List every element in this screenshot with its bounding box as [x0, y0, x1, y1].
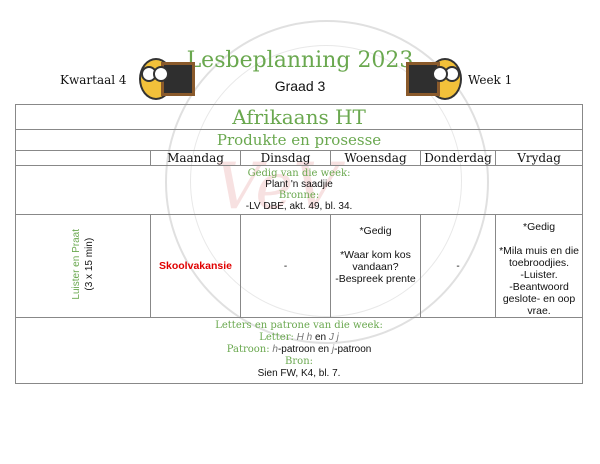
lesson-plan-table: Afrikaans HT Produkte en prosesse Maanda… — [14, 104, 584, 384]
corner-cell — [15, 150, 151, 166]
bee-left-icon — [135, 48, 195, 104]
friday-line-2: *Mila muis en die toebroodjies. — [499, 245, 580, 269]
letters-heading: Letters en patrone van die week: — [215, 320, 383, 331]
grade-label: Graad 3 — [274, 78, 326, 94]
day-wednesday: Woensdag — [330, 150, 421, 166]
letter-and: en — [314, 332, 327, 343]
letters-block: Letters en patrone van die week: Letter:… — [14, 317, 584, 384]
tuesday-cell: - — [240, 214, 331, 318]
poem-block: Gedig van die week: Plant 'n saadjie Bro… — [14, 165, 584, 215]
wednesday-line-2: *Waar kom kos vandaan? — [340, 249, 411, 273]
day-thursday: Donderdag — [420, 150, 496, 166]
day-friday: Vrydag — [494, 150, 584, 166]
sources-label: Bronne: — [278, 190, 320, 201]
section-title: Produkte en prosesse — [14, 129, 584, 151]
monday-cell: Skoolvakansie — [150, 214, 241, 318]
letters-source: Sien FW, K4, bl. 7. — [257, 368, 341, 379]
bee-right-icon — [406, 48, 466, 104]
day-tuesday: Dinsdag — [240, 150, 331, 166]
thursday-cell: - — [420, 214, 496, 318]
poem-title: Plant 'n saadjie — [265, 179, 333, 190]
pattern-2: j — [331, 344, 335, 355]
listen-time: (3 x 15 min) — [84, 238, 95, 291]
pattern-1: h — [272, 344, 278, 355]
pattern-end: -patroon — [334, 344, 372, 355]
listen-label: Luister en Praat — [71, 229, 82, 300]
friday-line-3: -Luister. — [520, 269, 558, 281]
friday-line-1: *Gedig — [522, 221, 556, 233]
tuesday-text: - — [283, 260, 288, 272]
page-title: Lesbeplanning 2023 — [186, 48, 414, 73]
week-label: Week 1 — [468, 73, 513, 87]
letter-1: H h — [296, 332, 313, 343]
pattern-label: Patroon: — [226, 344, 270, 355]
wednesday-cell: *Gedig *Waar kom kos vandaan? -Bespreek … — [330, 214, 421, 318]
wednesday-line-3: -Bespreek prente — [335, 273, 416, 285]
listen-label-cell: Luister en Praat (3 x 15 min) — [15, 214, 151, 318]
pattern-mid: -patroon en — [277, 344, 330, 355]
thursday-text: - — [456, 260, 460, 272]
poem-heading: Gedig van die week: — [247, 168, 351, 179]
day-monday: Maandag — [150, 150, 241, 166]
wednesday-line-1: *Gedig — [359, 225, 392, 237]
friday-cell: *Gedig *Mila muis en die toebroodjies. -… — [494, 214, 584, 318]
poem-source: -LV DBE, akt. 49, bl. 34. — [245, 201, 353, 212]
friday-line-4: -Beantwoord geslote- en oop vrae. — [502, 281, 576, 317]
letter-2: J j — [328, 332, 339, 343]
letter-label: Letter: — [259, 332, 294, 343]
holiday-label: Skoolvakansie — [159, 260, 232, 272]
term-label: Kwartaal 4 — [60, 73, 127, 87]
source-label: Bron: — [285, 356, 314, 367]
subject-title: Afrikaans HT — [14, 104, 584, 130]
